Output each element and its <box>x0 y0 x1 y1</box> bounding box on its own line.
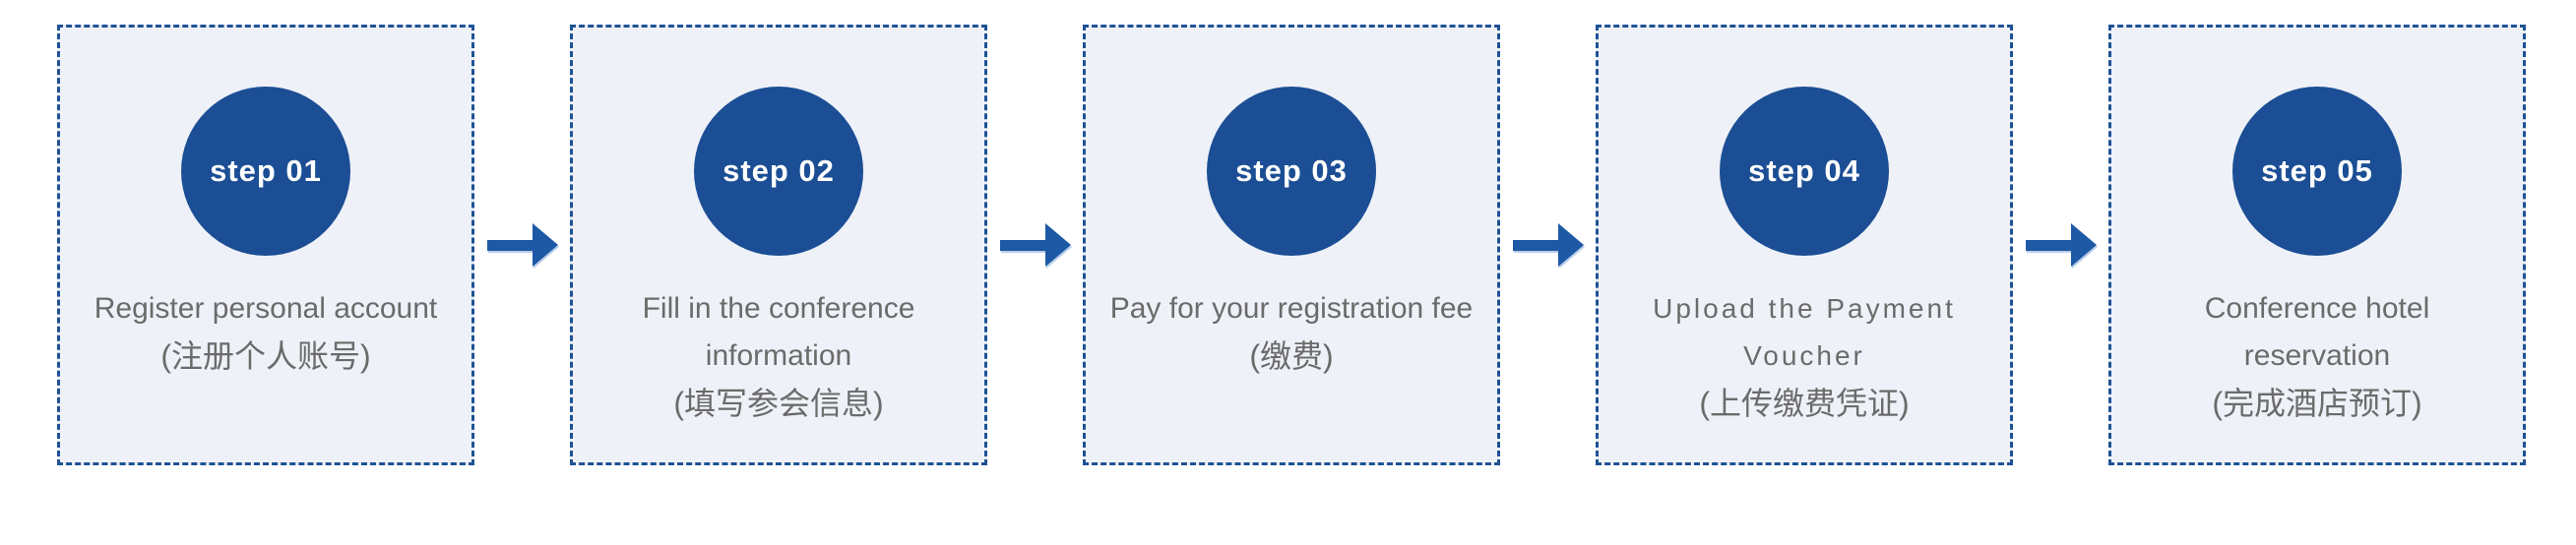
step-card: step 01 Register personal account (注册个人账号… <box>57 25 474 465</box>
step-card: step 03 Pay for your registration fee (缴费… <box>1083 25 1500 465</box>
right-arrow-icon <box>474 223 570 267</box>
step-number-label: step 02 <box>723 153 835 188</box>
step-title-en: Pay for your registration fee <box>1109 292 1474 325</box>
step-card: step 02 Fill in the conference informatio… <box>570 25 987 465</box>
right-arrow-shaft <box>1512 239 1558 251</box>
step-title-en: Fill in the conference <box>642 292 915 325</box>
right-arrow-shaft <box>2025 239 2071 251</box>
step-number-label: step 04 <box>1748 153 1860 188</box>
step-number-badge: step 04 <box>1720 87 1889 256</box>
step-description: Fill in the conference information (填写参会信息… <box>573 285 984 427</box>
step-title-en: reservation <box>2243 339 2391 372</box>
step-title-zh: (完成酒店预订) <box>2212 386 2422 421</box>
step-number-badge: step 01 <box>181 87 350 256</box>
step-card: step 05 Conference hotel reservation (完成酒店… <box>2108 25 2526 465</box>
right-arrow-head <box>532 223 558 267</box>
step-card: step 04 Upload the Payment Voucher (上传缴费凭… <box>1596 25 2013 465</box>
right-arrow-icon <box>2013 223 2108 267</box>
step-number-label: step 05 <box>2261 153 2373 188</box>
right-arrow-icon <box>1500 223 1596 267</box>
step-description: Pay for your registration fee (缴费) <box>1086 285 1497 380</box>
step-number-badge: step 05 <box>2232 87 2402 256</box>
right-arrow-icon <box>987 223 1083 267</box>
step-description: Upload the Payment Voucher (上传缴费凭证) <box>1599 285 2010 427</box>
step-title-en: Register personal account <box>94 292 438 325</box>
step-title-zh: (填写参会信息) <box>673 386 884 421</box>
step-number-label: step 03 <box>1235 153 1348 188</box>
right-arrow-shaft <box>486 239 533 251</box>
step-title-en: Upload the Payment Voucher <box>1653 293 1956 371</box>
right-arrow-head <box>2070 223 2097 267</box>
registration-steps-flow: step 01 Register personal account (注册个人账号… <box>57 25 2526 465</box>
step-title-en: Conference hotel <box>2204 292 2430 325</box>
step-title-zh: (缴费) <box>1249 338 1334 374</box>
step-title-zh: (上传缴费凭证) <box>1699 386 1910 421</box>
step-number-label: step 01 <box>210 153 322 188</box>
step-description: Conference hotel reservation (完成酒店预订) <box>2111 285 2523 427</box>
step-description: Register personal account (注册个人账号) <box>60 285 471 380</box>
step-number-badge: step 02 <box>694 87 863 256</box>
right-arrow-head <box>1557 223 1584 267</box>
step-title-en: information <box>705 339 852 372</box>
step-title-zh: (注册个人账号) <box>160 338 371 374</box>
step-number-badge: step 03 <box>1207 87 1376 256</box>
right-arrow-head <box>1044 223 1071 267</box>
right-arrow-shaft <box>999 239 1045 251</box>
